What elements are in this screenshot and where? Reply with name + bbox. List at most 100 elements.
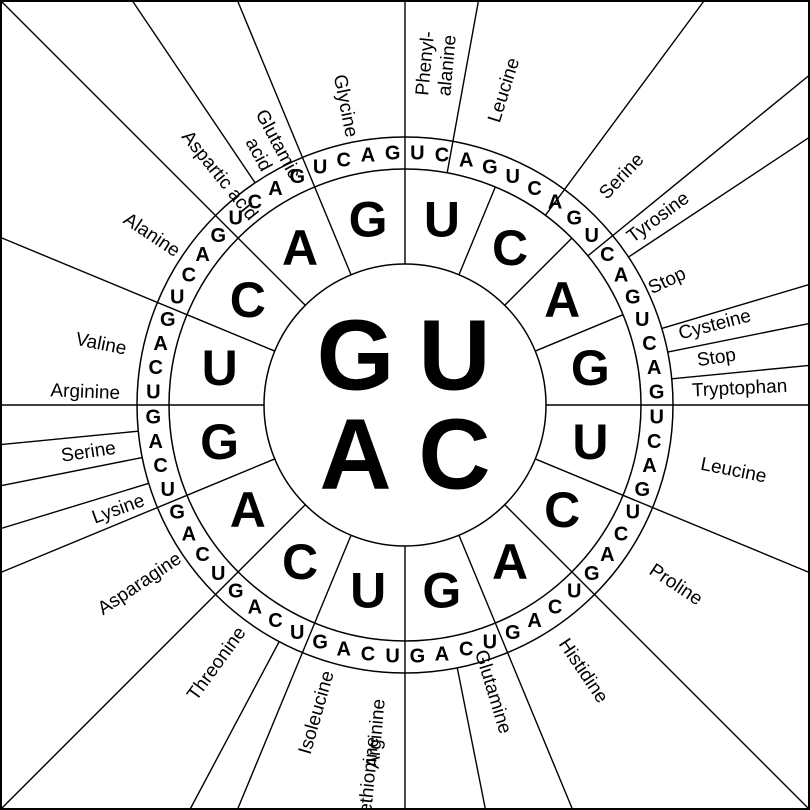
first-base-letter: A	[319, 398, 391, 510]
amino-acid-divider	[587, 74, 810, 257]
amino-acid-divider	[237, 0, 316, 188]
amino-acid-divider	[622, 494, 810, 573]
second-base-divider	[458, 186, 496, 276]
amino-acid-divider	[0, 0, 239, 239]
second-base-divider	[504, 504, 573, 573]
third-base-letter: G	[584, 563, 600, 585]
amino-acid-divider	[456, 667, 487, 810]
third-base-letter: U	[626, 502, 640, 524]
second-base-divider	[186, 458, 276, 496]
second-base-letter: C	[492, 220, 528, 276]
third-base-letter: G	[566, 207, 582, 229]
amino-acid-divider	[0, 494, 188, 573]
amino-acid-divider	[0, 571, 239, 810]
inner-ring	[263, 263, 547, 547]
second-base-divider	[458, 534, 496, 624]
third-base-letter: U	[584, 225, 598, 247]
third-base-letter: U	[170, 286, 184, 308]
second-base-divider	[534, 314, 624, 352]
second-base-letter: A	[544, 272, 580, 328]
second-base-letter: C	[544, 482, 580, 538]
amino-acid-divider	[0, 430, 139, 446]
third-base-letter: C	[527, 178, 541, 200]
third-base-letter: G	[482, 157, 498, 179]
third-base-letter: C	[642, 333, 656, 355]
third-base-letter: C	[435, 145, 449, 167]
amino-acid-label: Phenyl-alanine	[412, 30, 461, 97]
rings	[136, 136, 674, 674]
third-base-letter: U	[161, 479, 175, 501]
third-base-letter: C	[614, 524, 628, 546]
first-base-letter: G	[317, 300, 395, 412]
third-base-letter: A	[195, 244, 209, 266]
third-base-letter: C	[647, 431, 661, 453]
third-base-letter: C	[548, 596, 562, 618]
amino-acid-divider	[0, 237, 188, 316]
third-base-letter: U	[290, 622, 304, 644]
third-base-letter: G	[146, 406, 162, 428]
second-base-letter: U	[424, 192, 460, 248]
third-base-letter: C	[459, 638, 473, 660]
third-base-letter: A	[459, 150, 473, 172]
third-base-letter: A	[600, 544, 614, 566]
second-base-letter: A	[230, 482, 266, 538]
second-base-letter: G	[422, 562, 461, 618]
amino-acid-divider	[0, 482, 149, 530]
third-base-letter: C	[600, 244, 614, 266]
second-base-divider	[534, 458, 624, 496]
third-base-letter: C	[268, 610, 282, 632]
third-base-letter: A	[248, 596, 262, 618]
third-base-letter: U	[313, 157, 327, 179]
third-base-letter: U	[483, 631, 497, 653]
third-base-letter: C	[248, 192, 262, 214]
third-base-letter: U	[146, 382, 160, 404]
second-base-divider	[186, 314, 276, 352]
third-base-letter: G	[649, 382, 665, 404]
third-base-letter: A	[614, 264, 628, 286]
third-base-letter: A	[268, 178, 282, 200]
third-base-letter: C	[149, 357, 163, 379]
second-base-letter: C	[282, 534, 318, 590]
first-base-letter: U	[418, 300, 490, 412]
second-base-letter: G	[200, 414, 239, 470]
amino-acid-divider	[544, 0, 705, 216]
second-base-divider	[314, 534, 352, 624]
second-base-divider	[314, 186, 352, 276]
second-base-divider	[237, 504, 306, 573]
amino-acid-divider	[237, 622, 316, 810]
third-base-letter: C	[337, 150, 351, 172]
third-base-letter: G	[385, 142, 401, 164]
outer-ring	[136, 136, 674, 674]
third-base-letter: G	[312, 631, 328, 653]
third-base-letter: A	[548, 192, 562, 214]
amino-acid-divider	[446, 0, 480, 173]
amino-acid-label-text: Arginine	[50, 380, 121, 404]
amino-acid-divider	[571, 571, 810, 810]
third-base-letter: U	[567, 581, 581, 603]
third-base-letter: A	[527, 610, 541, 632]
third-base-letter: A	[642, 455, 656, 477]
third-base-letter: G	[160, 309, 176, 331]
third-base-letter: A	[647, 357, 661, 379]
second-base-letter: U	[202, 340, 238, 396]
third-base-letter: U	[635, 309, 649, 331]
third-base-letter: U	[211, 563, 225, 585]
third-base-letter: U	[506, 166, 520, 188]
second-base-letter: U	[350, 562, 386, 618]
second-base-divider	[237, 237, 306, 306]
third-base-letter: G	[625, 286, 641, 308]
amino-acid-label: Arginine	[50, 380, 121, 404]
amino-acid-label: Tryptophan	[691, 376, 787, 402]
third-base-letter: U	[385, 646, 399, 668]
third-base-letter: C	[182, 264, 196, 286]
third-base-letter: G	[634, 479, 650, 501]
third-base-letter: U	[649, 406, 663, 428]
third-base-letter: A	[337, 638, 351, 660]
first-base-letter: C	[418, 398, 490, 510]
second-base-letter: C	[230, 272, 266, 328]
third-base-letter: U	[229, 207, 243, 229]
middle-ring	[168, 168, 642, 642]
second-base-letter: G	[349, 192, 388, 248]
third-base-letter: C	[153, 455, 167, 477]
